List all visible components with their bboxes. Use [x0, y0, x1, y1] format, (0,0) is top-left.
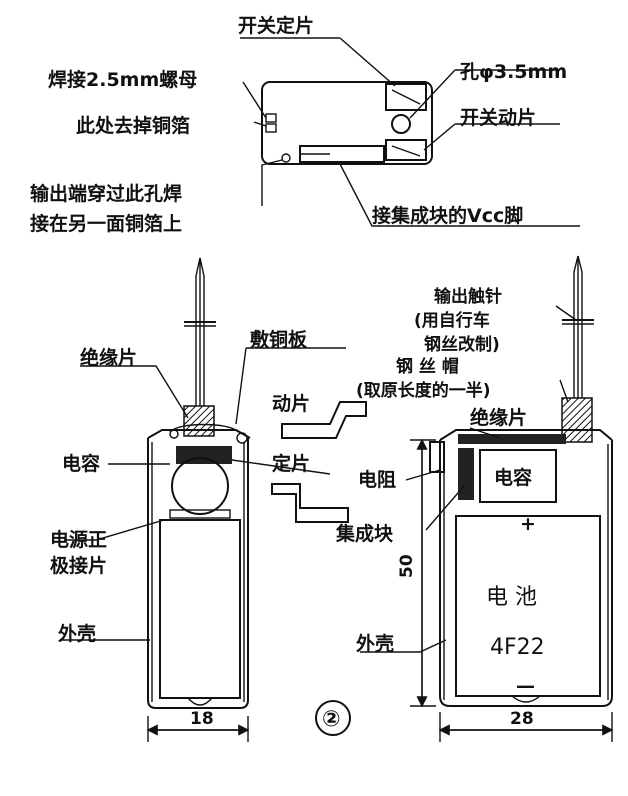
label-right-insulator: 绝缘片: [470, 406, 527, 429]
label-vcc: 接集成块的Vcc脚: [372, 204, 523, 227]
label-switch-fixed: 开关定片: [238, 14, 314, 37]
right-ic: [458, 448, 474, 500]
right-capacitor-box: [479, 449, 557, 503]
label-ic: 集成块: [335, 522, 394, 545]
right-battery: [455, 515, 601, 697]
label-resistor: 电阻: [358, 468, 396, 491]
label-switch-moving: 开关动片: [460, 106, 536, 129]
label-weld-nut: 焊接2.5mm螺母: [48, 68, 197, 91]
left-capacitor: [171, 457, 229, 515]
switch-fixed-piece: [385, 83, 427, 111]
label-pin-1: 输出触针: [434, 286, 502, 307]
right-device: [360, 255, 614, 742]
label-power-pos-1: 电源正: [50, 528, 107, 551]
label-left-capacitor: 电容: [62, 452, 100, 475]
fixed-piece-shape: [271, 483, 349, 523]
label-power-pos-2: 极接片: [50, 554, 107, 577]
label-pin-2: (用自行车: [414, 310, 490, 331]
top-board-diagram: [240, 37, 580, 227]
figure-number-ring: [315, 700, 351, 736]
loose-parts: [271, 401, 367, 523]
board-outline: [261, 81, 433, 165]
label-dim-28: 28: [510, 709, 534, 729]
label-remove-foil: 此处去掉铜箔: [76, 114, 190, 137]
label-minus: —: [516, 675, 535, 697]
label-output-line1: 输出端穿过此孔焊: [30, 182, 182, 205]
right-shell: [439, 440, 613, 707]
label-pin-3: 钢丝改制): [424, 334, 500, 355]
label-right-shell: 外壳: [356, 632, 394, 655]
label-battery-1: 电 池: [486, 585, 537, 610]
left-shell: [147, 438, 249, 709]
label-output-line2: 接在另一面铜箔上: [30, 212, 182, 235]
moving-piece-shape: [281, 401, 367, 439]
right-resistor: [429, 441, 445, 473]
left-battery: [159, 519, 241, 699]
label-battery-2: 4F22: [490, 635, 545, 660]
label-dim-50: 50: [397, 554, 417, 578]
left-device: [60, 257, 346, 742]
vcc-trace: [299, 145, 385, 163]
label-cap-1: 钢 丝 帽: [396, 356, 459, 377]
hole-circle: [391, 114, 411, 134]
switch-moving-piece: [385, 139, 427, 161]
right-insulator-block: [561, 397, 593, 443]
right-copper-board: [458, 434, 566, 444]
label-copper-board: 敷铜板: [250, 328, 308, 351]
left-insulator-block: [183, 405, 215, 437]
label-hole: 孔φ3.5mm: [460, 61, 567, 83]
output-hole: [281, 153, 291, 163]
left-copper-board: [176, 446, 232, 464]
label-left-shell: 外壳: [58, 622, 96, 645]
label-plus: +: [520, 513, 536, 535]
label-dim-18: 18: [190, 709, 214, 729]
label-capacitor-box: 电容: [494, 466, 532, 489]
label-moving-piece: 动片: [272, 392, 310, 415]
label-cap-2: (取原长度的一半): [356, 380, 491, 401]
figure-number: ②: [322, 707, 341, 732]
nut-mark: [265, 113, 277, 123]
label-fixed-piece: 定片: [272, 452, 310, 475]
label-left-insulator: 绝缘片: [80, 346, 137, 369]
